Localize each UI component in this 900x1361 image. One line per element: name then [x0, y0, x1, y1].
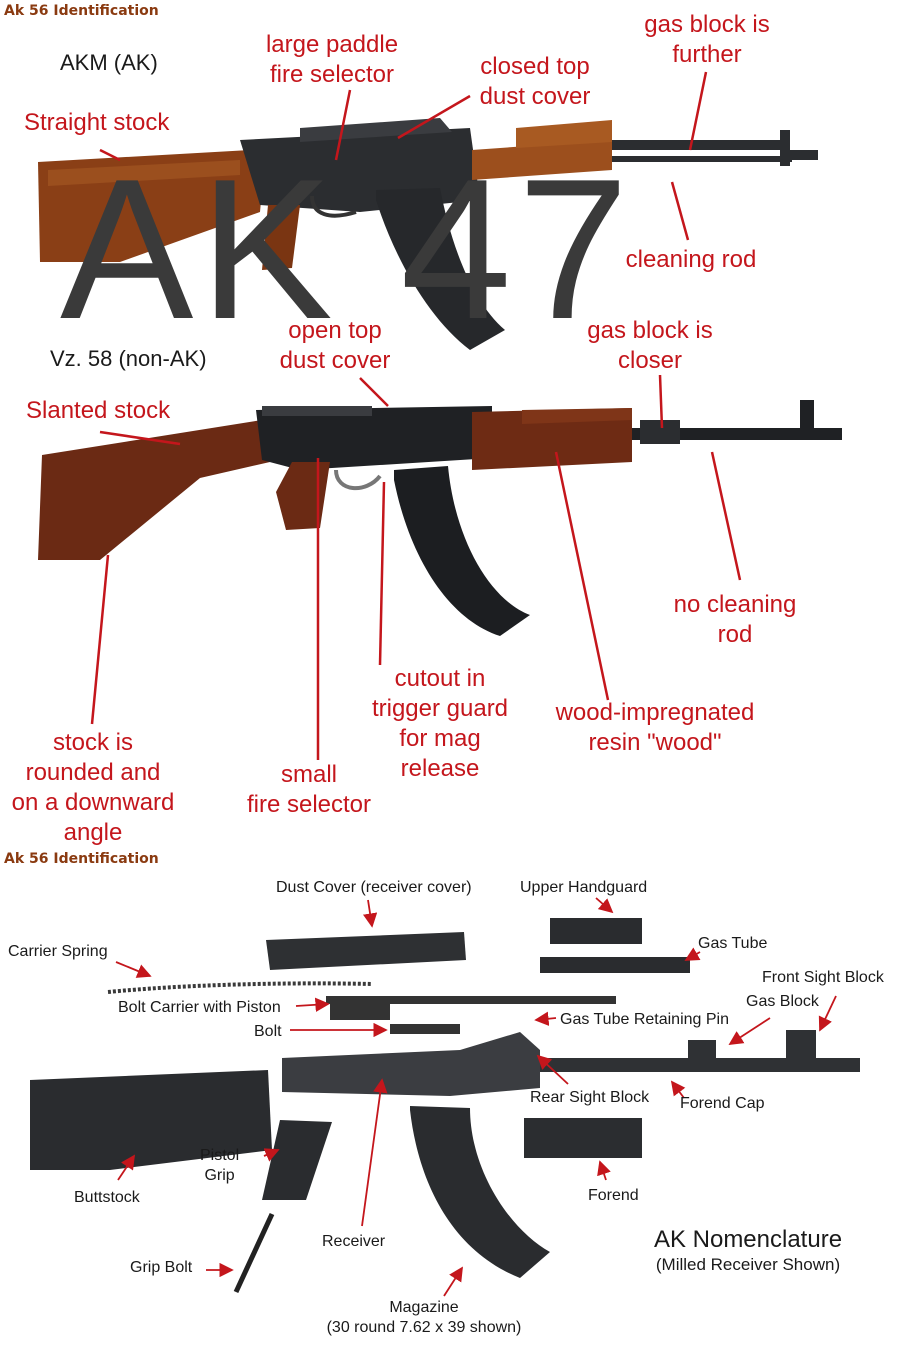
callout-line: fire selector [269, 61, 395, 88]
callout-line: angle [63, 819, 123, 846]
nomenclature-subtitle: (Milled Receiver Shown) [655, 1255, 841, 1274]
label-upper-handguard: Upper Handguard [520, 879, 648, 896]
callout-line: rounded and [25, 759, 161, 786]
vz-callout-no-cleaning-rod: no cleaning rod [650, 590, 820, 650]
callout-line: cutout in [394, 665, 486, 692]
label-grip-bolt: Grip Bolt [130, 1259, 193, 1276]
callout-lines [90, 71, 742, 760]
akm-callout-dust-cover: closed top dust cover [440, 52, 630, 112]
vz58-rifle-image [38, 400, 842, 636]
label-receiver: Receiver [322, 1233, 386, 1250]
vz-callout-trigger-guard: cutout in trigger guard for mag release [354, 664, 526, 784]
callout-line: small [280, 761, 337, 788]
callout-line: stock is [52, 729, 133, 756]
callout-line: closer [617, 347, 683, 374]
vz-callout-slanted-stock: Slanted stock [26, 397, 171, 424]
label-line: Pistol [200, 1147, 240, 1164]
top-section-header: Ak 56 Identification [4, 3, 159, 19]
callout-line: gas block is [644, 11, 770, 38]
nomenclature-title: AK Nomenclature [653, 1226, 843, 1253]
label-bolt-carrier: Bolt Carrier with Piston [118, 999, 281, 1016]
callout-line: closed top [480, 53, 590, 80]
vz-callout-dust-cover: open top dust cover [250, 316, 420, 376]
callout-line: dust cover [279, 347, 391, 374]
label-forend-cap: Forend Cap [680, 1095, 765, 1112]
disassembled-parts-image [30, 918, 860, 1294]
label-front-sight-block: Front Sight Block [762, 969, 884, 986]
label-gas-tube-pin: Gas Tube Retaining Pin [560, 1011, 729, 1028]
label-magazine: Magazine (30 round 7.62 x 39 shown) [312, 1298, 536, 1338]
label-pistol-grip: Pistol Grip [200, 1146, 239, 1186]
callout-line: trigger guard [371, 695, 509, 722]
callout-line: further [672, 41, 742, 68]
label-gas-tube: Gas Tube [698, 935, 768, 952]
vz-callout-small-selector: small fire selector [228, 760, 390, 820]
callout-line: for mag [399, 725, 481, 752]
akm-title: AKM (AK) [60, 50, 158, 75]
akm-callout-gas-block: gas block is further [612, 10, 802, 70]
nomenclature-title-block: AK Nomenclature (Milled Receiver Shown) [640, 1226, 856, 1276]
akm-callout-cleaning-rod: cleaning rod [625, 246, 757, 273]
vz-callout-stock-angle: stock is rounded and on a downward angle [0, 728, 186, 848]
callout-line: dust cover [479, 83, 591, 110]
vz-callout-resin-wood: wood-impregnated resin "wood" [530, 698, 780, 758]
label-bolt: Bolt [254, 1023, 282, 1040]
akm-callout-straight-stock: Straight stock [24, 109, 170, 136]
callout-line: on a downward [11, 789, 175, 816]
vz-callout-gas-block: gas block is closer [560, 316, 740, 376]
part-arrows [115, 897, 837, 1297]
ak47-watermark: AK 47 [60, 138, 635, 361]
label-gas-block: Gas Block [746, 993, 819, 1010]
akm-callout-fire-selector: large paddle fire selector [232, 30, 432, 90]
label-line: Grip [204, 1167, 235, 1184]
bottom-section-header: Ak 56 Identification [4, 851, 159, 867]
callout-line: large paddle [265, 31, 399, 58]
label-line: (30 round 7.62 x 39 shown) [326, 1319, 522, 1336]
label-line: Magazine [389, 1299, 459, 1316]
callout-line: no cleaning [673, 591, 797, 618]
callout-line: release [400, 755, 480, 782]
callout-line: wood-impregnated [555, 699, 755, 726]
callout-line: rod [717, 621, 753, 648]
callout-line: fire selector [246, 791, 372, 818]
akm-rifle-image [38, 118, 818, 350]
label-dust-cover: Dust Cover (receiver cover) [276, 879, 472, 896]
label-buttstock: Buttstock [74, 1189, 140, 1206]
callout-line: open top [288, 317, 382, 344]
callout-line: resin "wood" [588, 729, 722, 756]
label-rear-sight-block: Rear Sight Block [530, 1089, 650, 1106]
callout-line: gas block is [587, 317, 713, 344]
label-forend: Forend [588, 1187, 639, 1204]
vz58-title: Vz. 58 (non-AK) [50, 346, 207, 371]
label-carrier-spring: Carrier Spring [8, 943, 108, 960]
